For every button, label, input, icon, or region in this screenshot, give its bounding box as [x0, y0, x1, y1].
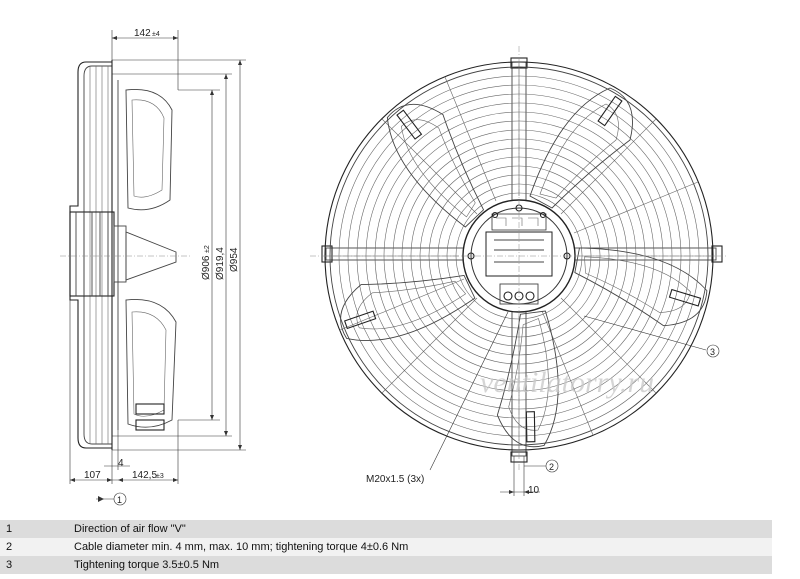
legend-text: Tightening torque 3.5±0.5 Nm	[68, 556, 772, 574]
dim-bottom-depth-tol: ±3	[156, 473, 164, 480]
thread-label: M20x1.5 (3x)	[366, 474, 424, 485]
dim-gap: 4	[118, 458, 124, 469]
legend-row: 2 Cable diameter min. 4 mm, max. 10 mm; …	[0, 538, 772, 556]
callout-2: 2	[549, 462, 554, 472]
callout-3: 3	[710, 347, 715, 357]
technical-drawing: 142 ±4 Ø906 ±2 Ø919,4 Ø954 107	[60, 28, 728, 506]
legend-number: 1	[0, 520, 68, 538]
dim-depth-top-tol: ±4	[152, 31, 160, 38]
dim-dia-inner-tol: ±2	[204, 245, 211, 253]
front-view: 10 2 3 M20x1.5 (3x)	[310, 46, 728, 496]
dim-slot-width: 10	[528, 485, 540, 496]
callout-1: 1	[117, 495, 122, 505]
legend-table: 1 Direction of air flow "V" 2 Cable diam…	[0, 520, 772, 574]
legend-number: 3	[0, 556, 68, 574]
dim-depth-top: 142	[134, 28, 151, 39]
legend-number: 2	[0, 538, 68, 556]
dim-hub-offset: 107	[84, 470, 101, 481]
side-view: 142 ±4 Ø906 ±2 Ø919,4 Ø954 107	[60, 28, 246, 506]
legend-text: Direction of air flow "V"	[68, 520, 772, 538]
dim-bottom-depth: 142,5	[132, 470, 157, 481]
watermark: ventilatorry.ru	[480, 366, 654, 399]
legend-row: 3 Tightening torque 3.5±0.5 Nm	[0, 556, 772, 574]
fan-blades	[340, 87, 708, 448]
dim-dia-mid: Ø919,4	[215, 247, 226, 280]
legend-text: Cable diameter min. 4 mm, max. 10 mm; ti…	[68, 538, 772, 556]
dim-dia-inner: Ø906	[201, 255, 212, 280]
dim-dia-outer: Ø954	[229, 247, 240, 272]
legend-row: 1 Direction of air flow "V"	[0, 520, 772, 538]
